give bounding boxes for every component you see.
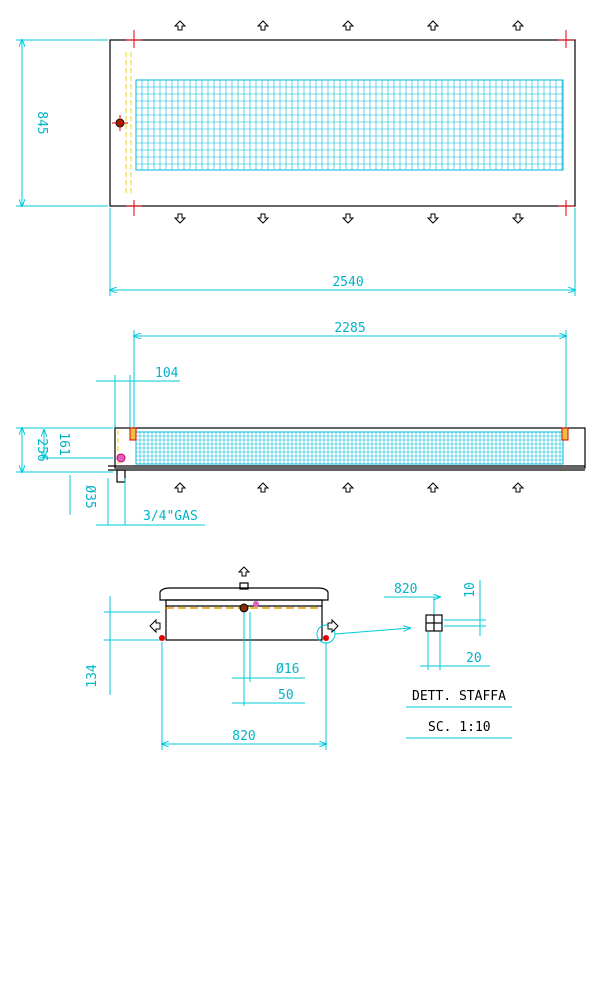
dim-text-gas: 3/4"GAS	[143, 509, 198, 524]
bracket-right	[561, 427, 569, 441]
dim-text-2540: 2540	[332, 275, 363, 290]
top-view-frame	[109, 39, 576, 207]
airflow-arrow-icon	[341, 482, 355, 493]
dimension-drain: Ø35	[69, 475, 126, 525]
detail-dim-20: 20	[466, 651, 482, 666]
dimension-845: 845	[16, 40, 108, 206]
dim-text-tube: Ø16	[276, 662, 299, 677]
dimension-2285: 2285	[134, 321, 566, 428]
dim-text-2285: 2285	[334, 321, 365, 336]
bracket-detail: 820 10 20 DETT. STAFFA SC. 1:10	[384, 580, 512, 739]
end-top-cover	[159, 587, 329, 601]
airflow-arrow-icon	[256, 20, 270, 31]
corner-marker	[126, 30, 574, 216]
airflow-arrows-bottom	[173, 213, 525, 224]
dimension-tube: Ø16 50	[232, 612, 305, 706]
airflow-arrow-icon	[341, 20, 355, 31]
airflow-arrow-icon	[426, 213, 440, 224]
drain-connection	[116, 453, 126, 463]
airflow-arrows-end	[149, 566, 339, 634]
airflow-arrow-icon	[256, 482, 270, 493]
airflow-arrows-top	[173, 20, 525, 31]
airflow-arrow-icon	[511, 20, 525, 31]
detail-scale: SC. 1:10	[428, 720, 491, 735]
dim-text-820: 820	[232, 729, 255, 744]
dim-text-tube-offset: 50	[278, 688, 294, 703]
airflow-arrow-icon	[173, 213, 187, 224]
top-view: 845 2540	[16, 20, 576, 296]
dim-text-134: 134	[85, 664, 100, 688]
airflow-arrow-icon	[173, 482, 187, 493]
dimension-161: 161	[40, 430, 113, 458]
dim-text-161: 161	[56, 432, 71, 455]
airflow-arrow-icon	[341, 213, 355, 224]
airflow-arrow-icon	[426, 482, 440, 493]
detail-dim-10: 10	[463, 582, 478, 598]
dimension-2540: 2540	[110, 208, 575, 296]
airflow-arrow-icon	[256, 213, 270, 224]
airflow-arrow-icon	[511, 213, 525, 224]
airflow-arrow-icon	[511, 482, 525, 493]
airflow-arrows-side	[173, 482, 525, 493]
end-connection	[239, 603, 249, 613]
airflow-arrow-icon	[237, 566, 251, 577]
dimension-104: 104	[96, 366, 180, 428]
drain-pipe	[116, 469, 126, 483]
dim-text-104: 104	[155, 366, 179, 381]
airflow-arrow-icon	[173, 20, 187, 31]
bracket-left	[129, 427, 137, 441]
airflow-arrow-icon	[327, 618, 339, 634]
coil-side	[135, 431, 564, 465]
coil-grid	[135, 79, 564, 171]
end-view: 134 Ø16 50 820	[85, 566, 410, 750]
side-view: 2285 104 256 161	[16, 321, 586, 526]
dim-text-drain: Ø35	[82, 485, 97, 508]
detail-dim-820: 820	[394, 582, 417, 597]
dimension-134: 134	[85, 596, 160, 695]
dimension-gas: 3/4"GAS	[96, 509, 205, 526]
airflow-arrow-icon	[149, 618, 161, 634]
dim-text-845: 845	[34, 111, 49, 134]
side-body	[114, 427, 586, 469]
end-drain	[253, 601, 259, 607]
dimension-820: 820	[162, 642, 326, 750]
airflow-arrow-icon	[426, 20, 440, 31]
detail-title: DETT. STAFFA	[412, 689, 506, 704]
